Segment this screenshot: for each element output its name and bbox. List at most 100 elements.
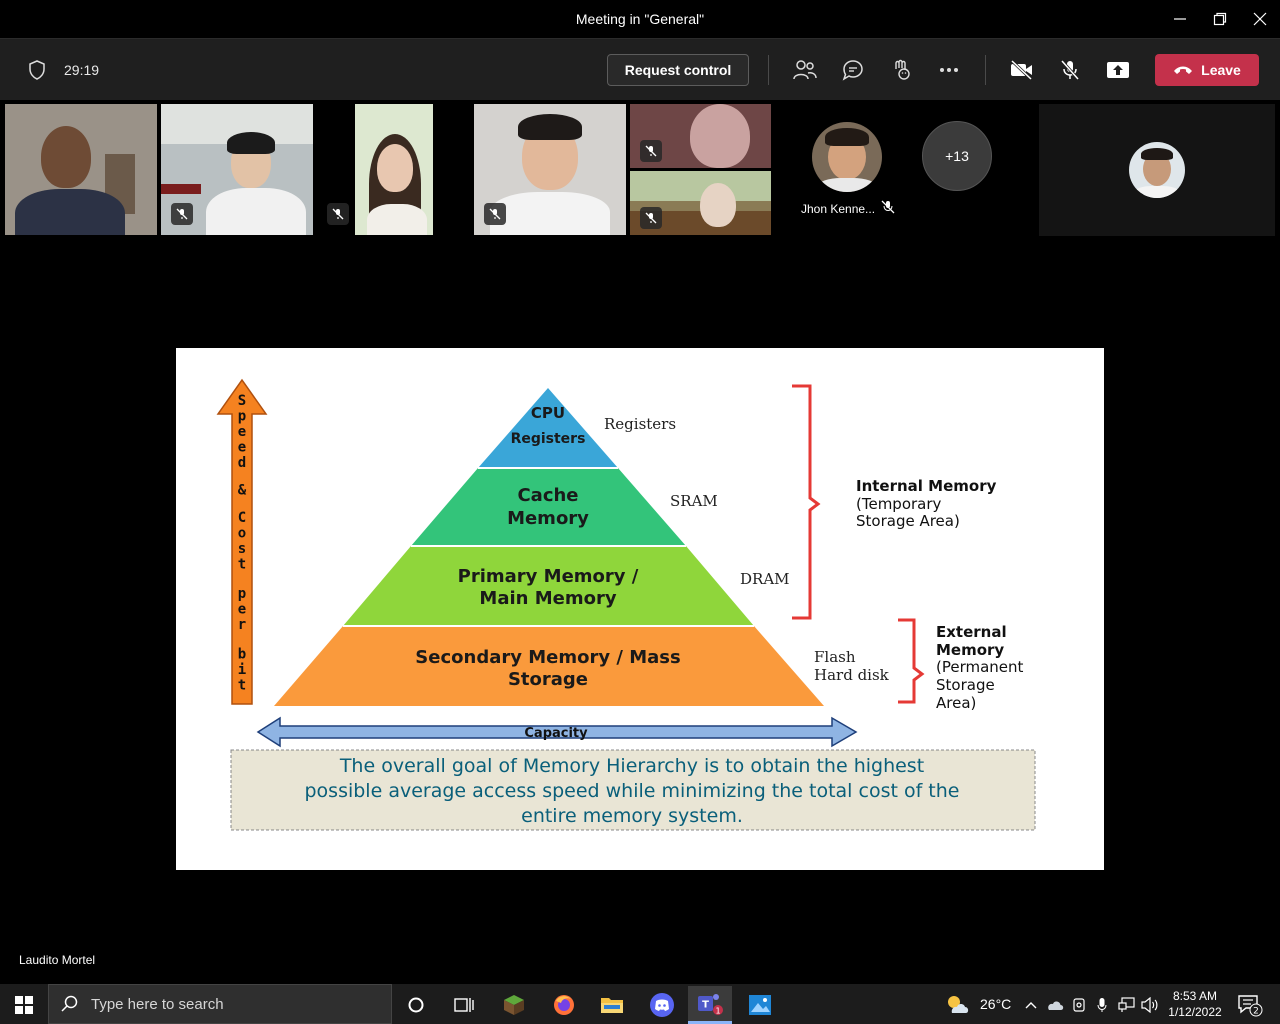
capacity-label: Capacity (524, 726, 588, 741)
toolbar-divider (985, 55, 986, 85)
pyramid-level-cpu (478, 388, 618, 468)
muted-badge (484, 203, 506, 225)
device-button[interactable] (1066, 988, 1092, 1022)
video-tile[interactable] (317, 104, 433, 235)
discord-app[interactable] (640, 988, 684, 1022)
request-control-button[interactable]: Request control (607, 54, 749, 86)
minecraft-app[interactable] (492, 988, 536, 1022)
shield-icon[interactable] (28, 60, 46, 80)
video-tile[interactable] (5, 104, 157, 235)
level-label: Cache (517, 485, 578, 506)
file-explorer-app[interactable] (590, 988, 634, 1022)
level-label: Memory (507, 508, 589, 529)
chat-icon (842, 60, 863, 81)
speed-cost-letter: d (238, 455, 246, 471)
cloud-icon (1048, 1001, 1064, 1010)
pyramid-level-secondary (274, 626, 824, 706)
level-label: Main Memory (479, 588, 616, 609)
internal-memory-title: Internal Memory (856, 477, 997, 495)
task-view-icon (454, 998, 474, 1012)
network-icon (1118, 997, 1135, 1012)
external-brace (898, 618, 925, 704)
photos-icon (749, 995, 771, 1015)
participant-avatar-tile[interactable]: Jhon Kenne... (795, 104, 895, 234)
microphone-tray-button[interactable] (1090, 988, 1114, 1022)
video-tile[interactable] (474, 104, 626, 235)
show-hidden-icons-button[interactable] (1018, 988, 1044, 1022)
more-participants-button[interactable]: +13 (922, 121, 992, 191)
speed-cost-letter: b (238, 647, 246, 663)
weather-icon (948, 996, 969, 1013)
video-tile[interactable] (630, 104, 771, 168)
restore-icon (1213, 12, 1227, 26)
mic-off-icon (1060, 60, 1080, 80)
taskbar-search[interactable]: Type here to search (48, 984, 392, 1024)
speed-cost-letter: S (238, 393, 246, 409)
title-bar: Meeting in "General" (0, 0, 1280, 38)
speed-cost-letter: & (238, 483, 247, 499)
level-label: Storage (508, 669, 588, 690)
system-clock[interactable]: 8:53 AM 1/12/2022 (1160, 988, 1230, 1020)
weather-widget[interactable]: 26°C (944, 984, 1011, 1024)
teams-icon: T1 (698, 994, 723, 1016)
photos-app[interactable] (738, 988, 782, 1022)
people-button[interactable] (791, 57, 819, 83)
avatar (1129, 142, 1185, 198)
meeting-toolbar: 29:19 Request control Leave (0, 38, 1280, 100)
side-label: DRAM (740, 570, 790, 588)
onedrive-button[interactable] (1042, 988, 1068, 1022)
close-button[interactable] (1240, 4, 1280, 34)
mic-off-icon (332, 208, 344, 220)
goal-text: entire memory system. (521, 805, 743, 827)
level-label: Primary Memory / (458, 566, 639, 587)
mic-off-icon (645, 212, 657, 224)
notification-icon: 2 (1238, 995, 1263, 1017)
teams-badge: 1 (715, 1007, 720, 1016)
microphone-icon (1097, 998, 1107, 1012)
mic-toggle-button[interactable] (1056, 57, 1084, 83)
meeting-timer: 29:19 (64, 62, 100, 78)
folder-icon (601, 998, 623, 1013)
clock-time: 8:53 AM (1172, 989, 1218, 1003)
minimize-button[interactable] (1160, 4, 1200, 34)
external-memory-title: External (936, 623, 1007, 641)
speed-cost-letter: t (238, 678, 246, 694)
notifications-button[interactable]: 2 (1230, 988, 1270, 1022)
task-view-button[interactable] (442, 988, 486, 1022)
leave-button[interactable]: Leave (1155, 54, 1259, 86)
search-placeholder: Type here to search (91, 995, 224, 1013)
video-tile[interactable] (630, 171, 771, 235)
more-options-button[interactable] (935, 57, 963, 83)
participant-face (700, 183, 736, 227)
volume-button[interactable] (1138, 988, 1162, 1022)
more-icon (940, 68, 958, 72)
video-tile[interactable] (161, 104, 313, 235)
muted-badge (171, 203, 193, 225)
restore-button[interactable] (1200, 4, 1240, 34)
capacity-arrow (256, 716, 858, 748)
mic-off-icon (489, 208, 501, 220)
side-label: SRAM (670, 492, 718, 510)
camera-toggle-button[interactable] (1008, 57, 1036, 83)
speed-cost-letter: t (238, 557, 246, 573)
share-screen-button[interactable] (1104, 57, 1132, 83)
firefox-app[interactable] (542, 988, 586, 1022)
mic-off-icon (645, 145, 657, 157)
leave-label: Leave (1201, 62, 1241, 78)
self-view-tile[interactable] (1039, 104, 1275, 236)
participant-face (41, 126, 91, 188)
external-memory-desc: Area) (936, 694, 976, 712)
presenter-name: Laudito Mortel (19, 953, 96, 967)
chat-button[interactable] (839, 57, 867, 83)
pyramid-level-cache (411, 468, 686, 546)
reactions-icon (895, 59, 910, 80)
cortana-button[interactable] (394, 988, 438, 1022)
network-button[interactable] (1114, 988, 1140, 1022)
start-button[interactable] (2, 988, 46, 1022)
reactions-button[interactable] (887, 57, 915, 83)
people-icon (793, 60, 817, 80)
